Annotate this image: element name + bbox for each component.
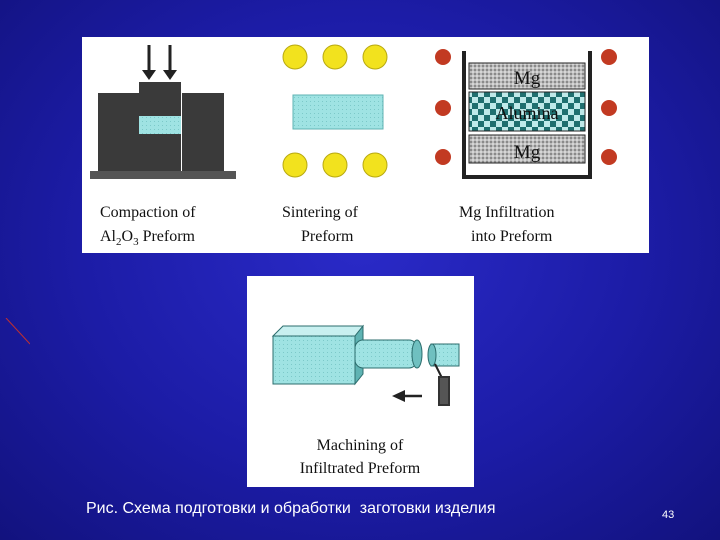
mg-layer-top <box>468 62 586 90</box>
mg-top-label: Mg <box>514 68 541 89</box>
machining-label-line2: Infiltrated Preform <box>300 460 421 477</box>
heater-elements-bottom <box>282 152 388 178</box>
process-panel-top: Compaction of Al2O3 Preform Sintering of… <box>82 37 649 253</box>
feed-direction-arrow-icon <box>392 390 422 402</box>
press-arrows-icon <box>142 45 177 80</box>
lower-punch <box>139 134 181 171</box>
die-right <box>182 93 224 171</box>
sintering-step: Sintering of Preform <box>282 44 388 245</box>
alumina-layer <box>468 91 586 132</box>
sintering-label-line1: Sintering of <box>282 204 359 221</box>
mg-bottom-label: Mg <box>514 142 541 163</box>
process-panel-bottom: Machining of Infiltrated Preform <box>247 276 474 487</box>
machining-diagram: Machining of Infiltrated Preform <box>271 324 460 477</box>
figure-caption: Рис. Схема подготовки и обработки загото… <box>86 500 496 517</box>
workpiece <box>271 324 460 386</box>
infiltration-label-line1: Mg Infiltration <box>459 204 555 221</box>
process-diagram-top: Compaction of Al2O3 Preform Sintering of… <box>90 44 617 248</box>
powder-compact <box>139 116 181 134</box>
upper-punch <box>139 82 181 116</box>
machining-label-line1: Machining of <box>317 437 404 454</box>
alumina-label: Alumina <box>496 103 559 123</box>
page-number: 43 <box>662 509 675 521</box>
die-left <box>98 93 140 171</box>
heater-elements-top <box>282 44 388 70</box>
mg-layer-bottom <box>468 134 586 164</box>
heater-elements-right <box>601 49 617 165</box>
press-base <box>90 171 236 179</box>
cutting-tool-icon <box>434 363 450 406</box>
sintering-label-line2: Preform <box>301 228 354 245</box>
sintered-preform <box>292 94 384 130</box>
infiltration-step: Mg Alumina Mg Mg Infiltration into Prefo… <box>435 49 617 245</box>
compaction-label-line1: Compaction of <box>100 204 196 221</box>
decorative-line <box>5 318 30 345</box>
compaction-label-line2: Al2O3 Preform <box>100 228 196 248</box>
compaction-step: Compaction of Al2O3 Preform <box>90 45 236 248</box>
crucible <box>462 51 592 179</box>
heater-elements-left <box>435 49 451 165</box>
infiltration-label-line2: into Preform <box>471 228 553 245</box>
